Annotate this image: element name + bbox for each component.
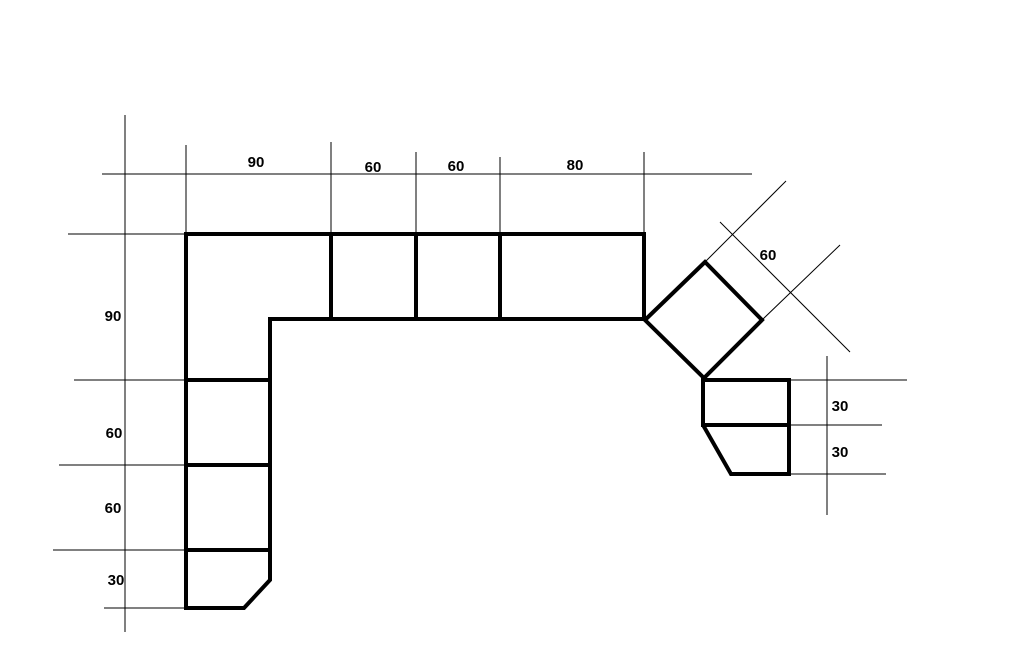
side-cabinet-outline — [701, 378, 791, 476]
corner-cabinet-outline — [184, 232, 646, 610]
diagonal-extension-2 — [761, 244, 841, 321]
left-dimension-label-4: 30 — [108, 572, 125, 589]
top-dimension-label-1: 90 — [248, 154, 265, 171]
left-dimension-label-1: 90 — [105, 308, 122, 325]
right-dimension-label-2: 30 — [832, 444, 849, 461]
cabinet-outlines — [184, 232, 791, 610]
top-dimension-label-3: 60 — [448, 158, 465, 175]
top-dimension-label-2: 60 — [365, 159, 382, 176]
dimension-labels: 90 60 60 80 90 60 60 30 60 30 30 — [105, 154, 849, 589]
diagonal-dimension-label: 60 — [760, 247, 777, 264]
left-dimension-label-3: 60 — [105, 500, 122, 517]
right-dimension-label-1: 30 — [832, 398, 849, 415]
diamond-cabinet-outline — [642, 259, 765, 381]
dimension-lines — [53, 115, 907, 632]
diagonal-dimension-line — [719, 221, 851, 353]
left-dimension-label-2: 60 — [106, 425, 123, 442]
top-dimension-label-4: 80 — [567, 157, 584, 174]
diagonal-extension-1 — [704, 180, 787, 263]
